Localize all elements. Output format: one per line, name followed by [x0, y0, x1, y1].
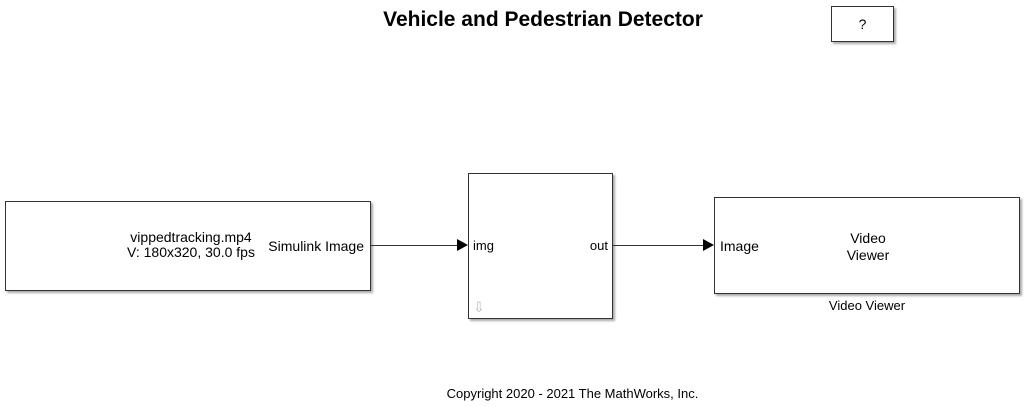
detector-subsystem-block[interactable]: img out ⇩ [468, 173, 613, 319]
down-arrow-icon: ⇩ [473, 299, 485, 315]
subsystem-out-port-label: out [589, 238, 608, 253]
source-format: V: 180x320, 30.0 fps [127, 244, 255, 260]
signal-line-2[interactable] [613, 245, 705, 246]
viewer-in-port-label: Image [720, 238, 759, 254]
from-multimedia-file-block[interactable]: vippedtracking.mp4 V: 180x320, 30.0 fps … [5, 201, 371, 291]
model-title: Vehicle and Pedestrian Detector [383, 8, 703, 31]
source-filename: vippedtracking.mp4 [130, 229, 252, 245]
arrowhead-2 [703, 239, 714, 251]
help-button[interactable]: ? [831, 6, 894, 42]
viewer-text-2: Viewer [846, 247, 890, 263]
video-viewer-block[interactable]: Image Video Viewer [714, 197, 1020, 294]
source-out-port-label: Simulink Image [268, 238, 364, 254]
arrowhead-1 [457, 239, 468, 251]
copyright-note: Copyright 2020 - 2021 The MathWorks, Inc… [446, 386, 699, 401]
signal-line-1[interactable] [371, 245, 459, 246]
subsystem-in-port-label: img [473, 238, 494, 253]
viewer-text-1: Video [850, 230, 886, 246]
viewer-block-name: Video Viewer [828, 298, 906, 313]
